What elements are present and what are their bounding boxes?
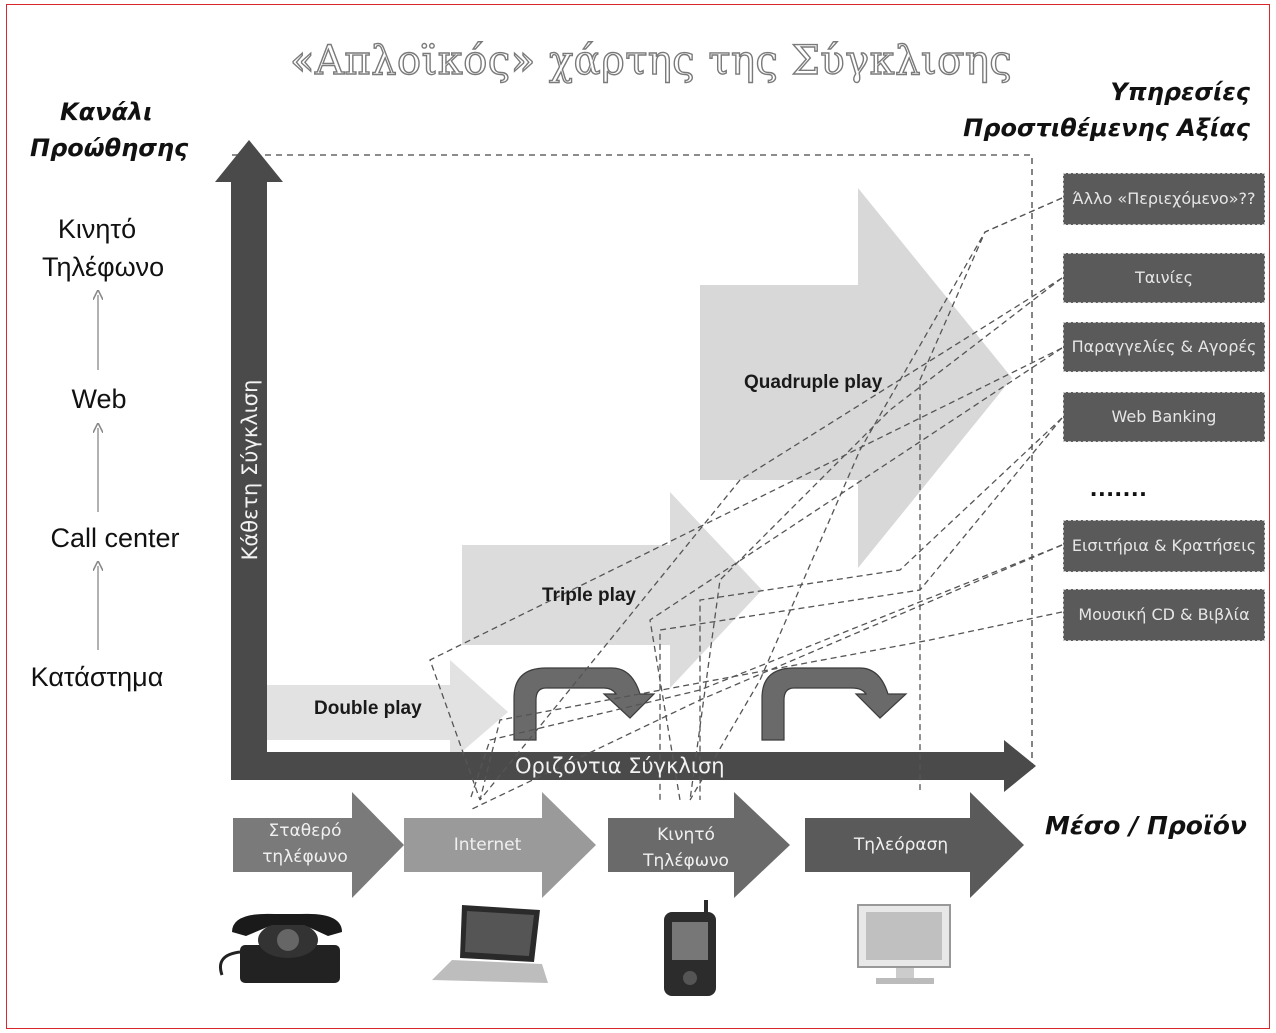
figure-frame xyxy=(6,4,1270,1029)
triple-play-arrow xyxy=(462,492,762,688)
connection-tickets-internet xyxy=(469,544,1063,801)
service-orders: Παραγγελίες & Αγορές xyxy=(1063,322,1265,372)
service-connections xyxy=(429,197,1063,811)
service-other-content: Άλλο «Περιεχόμενο»?? xyxy=(1063,173,1265,225)
connection-tickets-internet-2 xyxy=(469,544,1063,811)
quadruple-play-arrow xyxy=(700,188,1012,568)
quadruple-play-label: Quadruple play xyxy=(744,372,883,393)
horizontal-axis-head xyxy=(1004,740,1036,792)
laptop-icon xyxy=(432,905,548,983)
service-music-books: Μουσική CD & Βιβλία xyxy=(1063,589,1265,641)
left-heading-line1: Κανάλι xyxy=(60,98,153,126)
horizontal-axis-label: Οριζόντια Σύγκλιση xyxy=(515,754,725,778)
diagram-title: «Απλοϊκός» χάρτης της Σύγκλισης xyxy=(289,37,1013,84)
pda-icon xyxy=(664,900,716,996)
left-heading-line2: Προώθησης xyxy=(30,134,189,162)
service-movies: Ταινίες xyxy=(1063,253,1265,303)
channel-web: Web xyxy=(71,384,127,414)
monitor-icon xyxy=(857,904,951,984)
product-arrow-mobile xyxy=(608,792,790,898)
channel-store: Κατάστημα xyxy=(30,662,164,692)
channel-call-center: Call center xyxy=(50,523,180,553)
connection-banking-mobile xyxy=(659,417,1063,800)
services-ellipsis: ....... xyxy=(1090,472,1148,502)
service-web-banking: Web Banking xyxy=(1063,392,1265,442)
double-play-arrow xyxy=(264,660,508,762)
connection-music-internet xyxy=(479,611,1063,801)
products-heading: Μέσο / Προϊόν xyxy=(1045,811,1247,840)
connection-other-mobile xyxy=(689,197,1063,801)
right-heading: Υπηρεσίες Προστιθέμενης Αξίας xyxy=(960,74,1250,146)
product-tv-label: Τηλεόραση xyxy=(853,835,949,855)
vertical-axis-head xyxy=(215,140,283,182)
convergence-boundary xyxy=(232,154,1033,770)
product-mobile-label: Κινητό Τηλέφωνο xyxy=(643,825,729,871)
product-arrow-landline xyxy=(233,792,404,898)
vertical-axis-shaft xyxy=(231,178,267,780)
telephone-icon xyxy=(219,913,342,983)
connection-orders-mobile xyxy=(649,347,1063,801)
connection-orders-internet xyxy=(429,347,1063,801)
right-heading-line2: Προστιθέμενης Αξίας xyxy=(963,114,1250,142)
product-landline-label: Σταθερό τηλέφωνο xyxy=(262,821,348,867)
triple-play-label: Triple play xyxy=(542,585,636,606)
double-play-label: Double play xyxy=(314,698,422,719)
curved-arrow-internet-to-mobile xyxy=(513,667,656,741)
left-heading: Κανάλι Προώθησης xyxy=(30,94,188,166)
vertical-axis-label: Κάθετη Σύγκλιση xyxy=(238,379,262,561)
right-heading-line1: Υπηρεσίες xyxy=(1110,78,1250,106)
channel-mobile: Κινητό Τηλέφωνο xyxy=(42,214,165,282)
horizontal-axis-shaft xyxy=(231,752,1006,780)
product-arrow-internet xyxy=(404,792,596,898)
product-internet-label: Internet xyxy=(453,835,522,855)
product-arrow-tv xyxy=(805,792,1024,898)
connection-movies-internet xyxy=(479,277,1063,801)
connection-other-tv xyxy=(919,197,1063,790)
service-tickets: Εισιτήρια & Κρατήσεις xyxy=(1063,520,1265,572)
curved-arrow-mobile-to-tv xyxy=(761,667,908,741)
